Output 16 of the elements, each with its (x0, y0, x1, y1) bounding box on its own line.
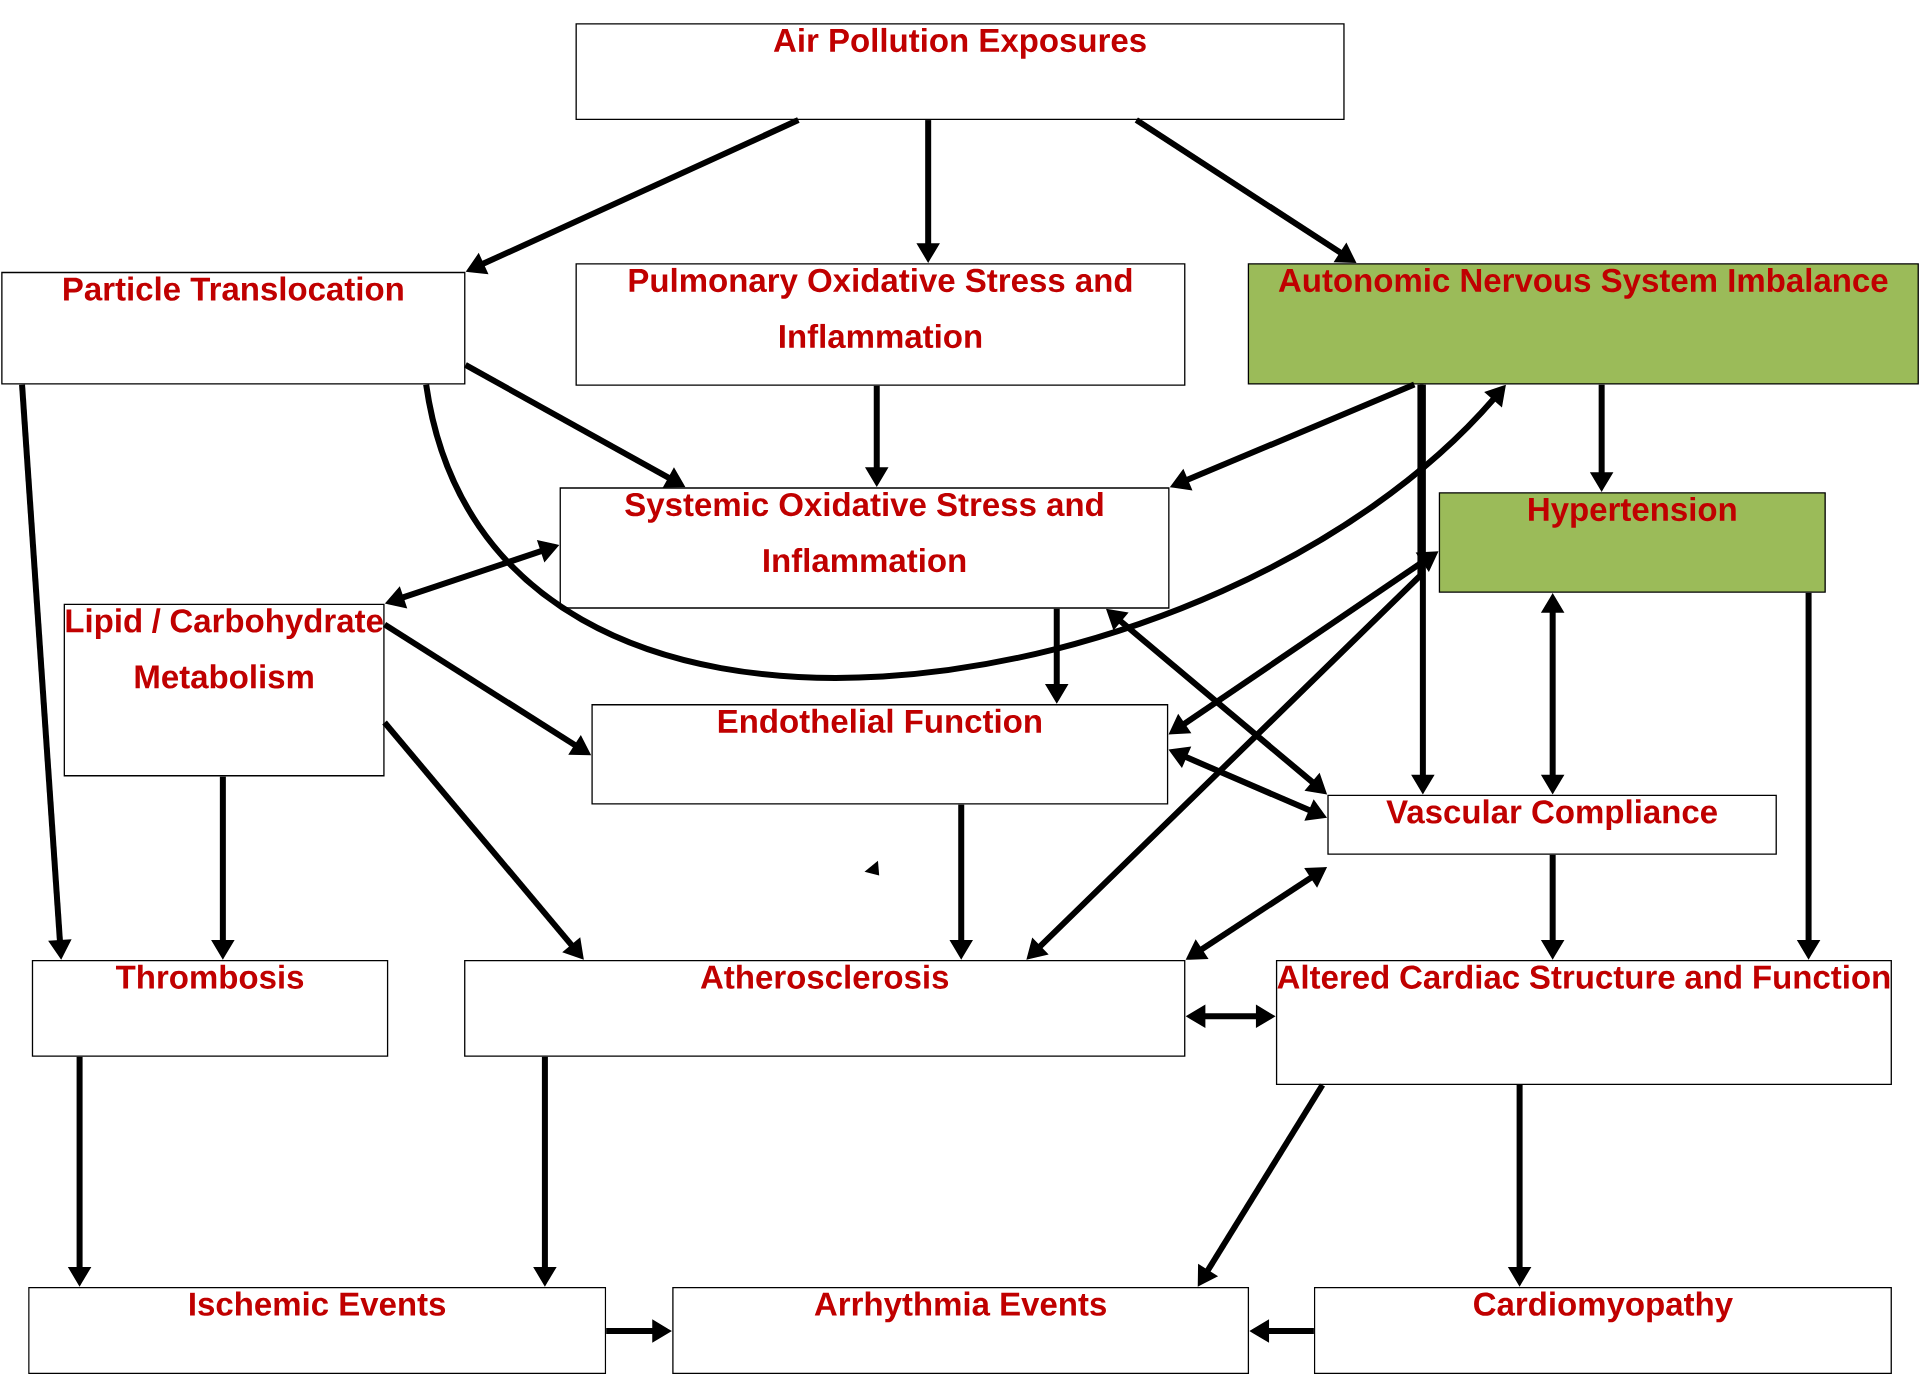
highlighted-box: Autonomic Nervous System Imbalance (1247, 263, 1919, 385)
process-box: Altered Cardiac Structure and Function (1275, 960, 1892, 1086)
process-box: Cardiomyopathy (1313, 1287, 1892, 1374)
process-box: Arrhythmia Events (672, 1287, 1250, 1374)
process-box: Thrombosis (31, 960, 389, 1057)
process-box: Vascular Compliance (1327, 794, 1777, 855)
process-box: Air Pollution Exposures (575, 23, 1345, 121)
process-box: Particle Translocation (1, 271, 466, 385)
arrow (423, 383, 1506, 680)
highlighted-box: Hypertension (1438, 492, 1826, 593)
process-box: Endothelial Function (591, 704, 1169, 805)
process-box: Pulmonary Oxidative Stress and Inflammation (575, 263, 1186, 386)
process-box: Systemic Oxidative Stress and Inflammation (559, 487, 1170, 609)
process-box: Ischemic Events (28, 1287, 607, 1374)
process-box: Atherosclerosis (464, 960, 1186, 1057)
process-box: Lipid / Carbohydrate Metabolism (63, 603, 385, 777)
